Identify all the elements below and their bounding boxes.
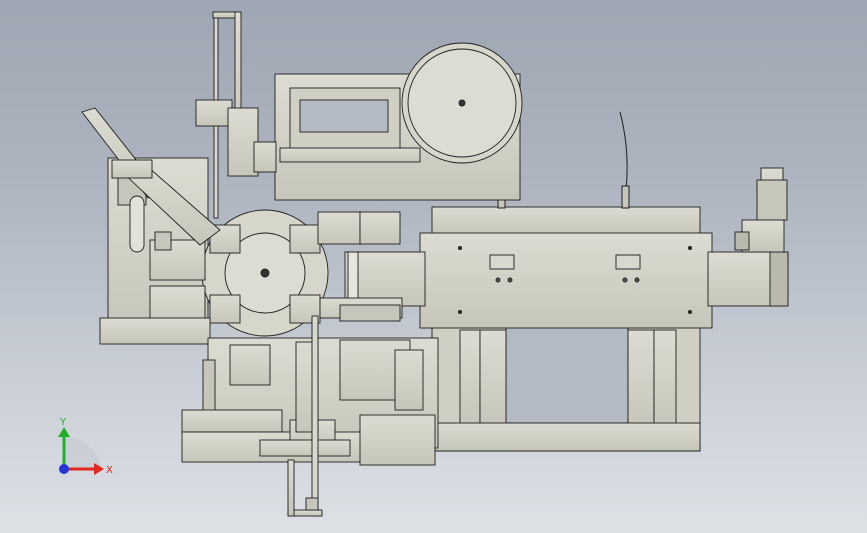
vertical-actuator-bottom[interactable] (287, 315, 323, 517)
y-axis-label: Y (59, 417, 67, 428)
conveyor-frame[interactable] (344, 206, 789, 329)
angled-feeder[interactable] (81, 107, 221, 246)
servo-motor[interactable] (734, 167, 788, 253)
y-axis-arrow (58, 427, 70, 437)
x-axis-label: X (106, 465, 113, 476)
triad-arc (64, 436, 102, 469)
z-axis-dot (59, 464, 69, 474)
x-axis-arrow (94, 463, 104, 475)
lower-assembly[interactable] (181, 337, 439, 466)
vertical-actuator-top[interactable] (195, 11, 277, 219)
base-frame[interactable] (431, 326, 701, 452)
machine-assembly[interactable] (81, 11, 789, 517)
center-plates[interactable] (317, 211, 403, 322)
axis-triad: Y X (58, 417, 113, 476)
bowl-feeder[interactable] (274, 42, 523, 201)
rotary-index-table[interactable] (99, 157, 329, 345)
